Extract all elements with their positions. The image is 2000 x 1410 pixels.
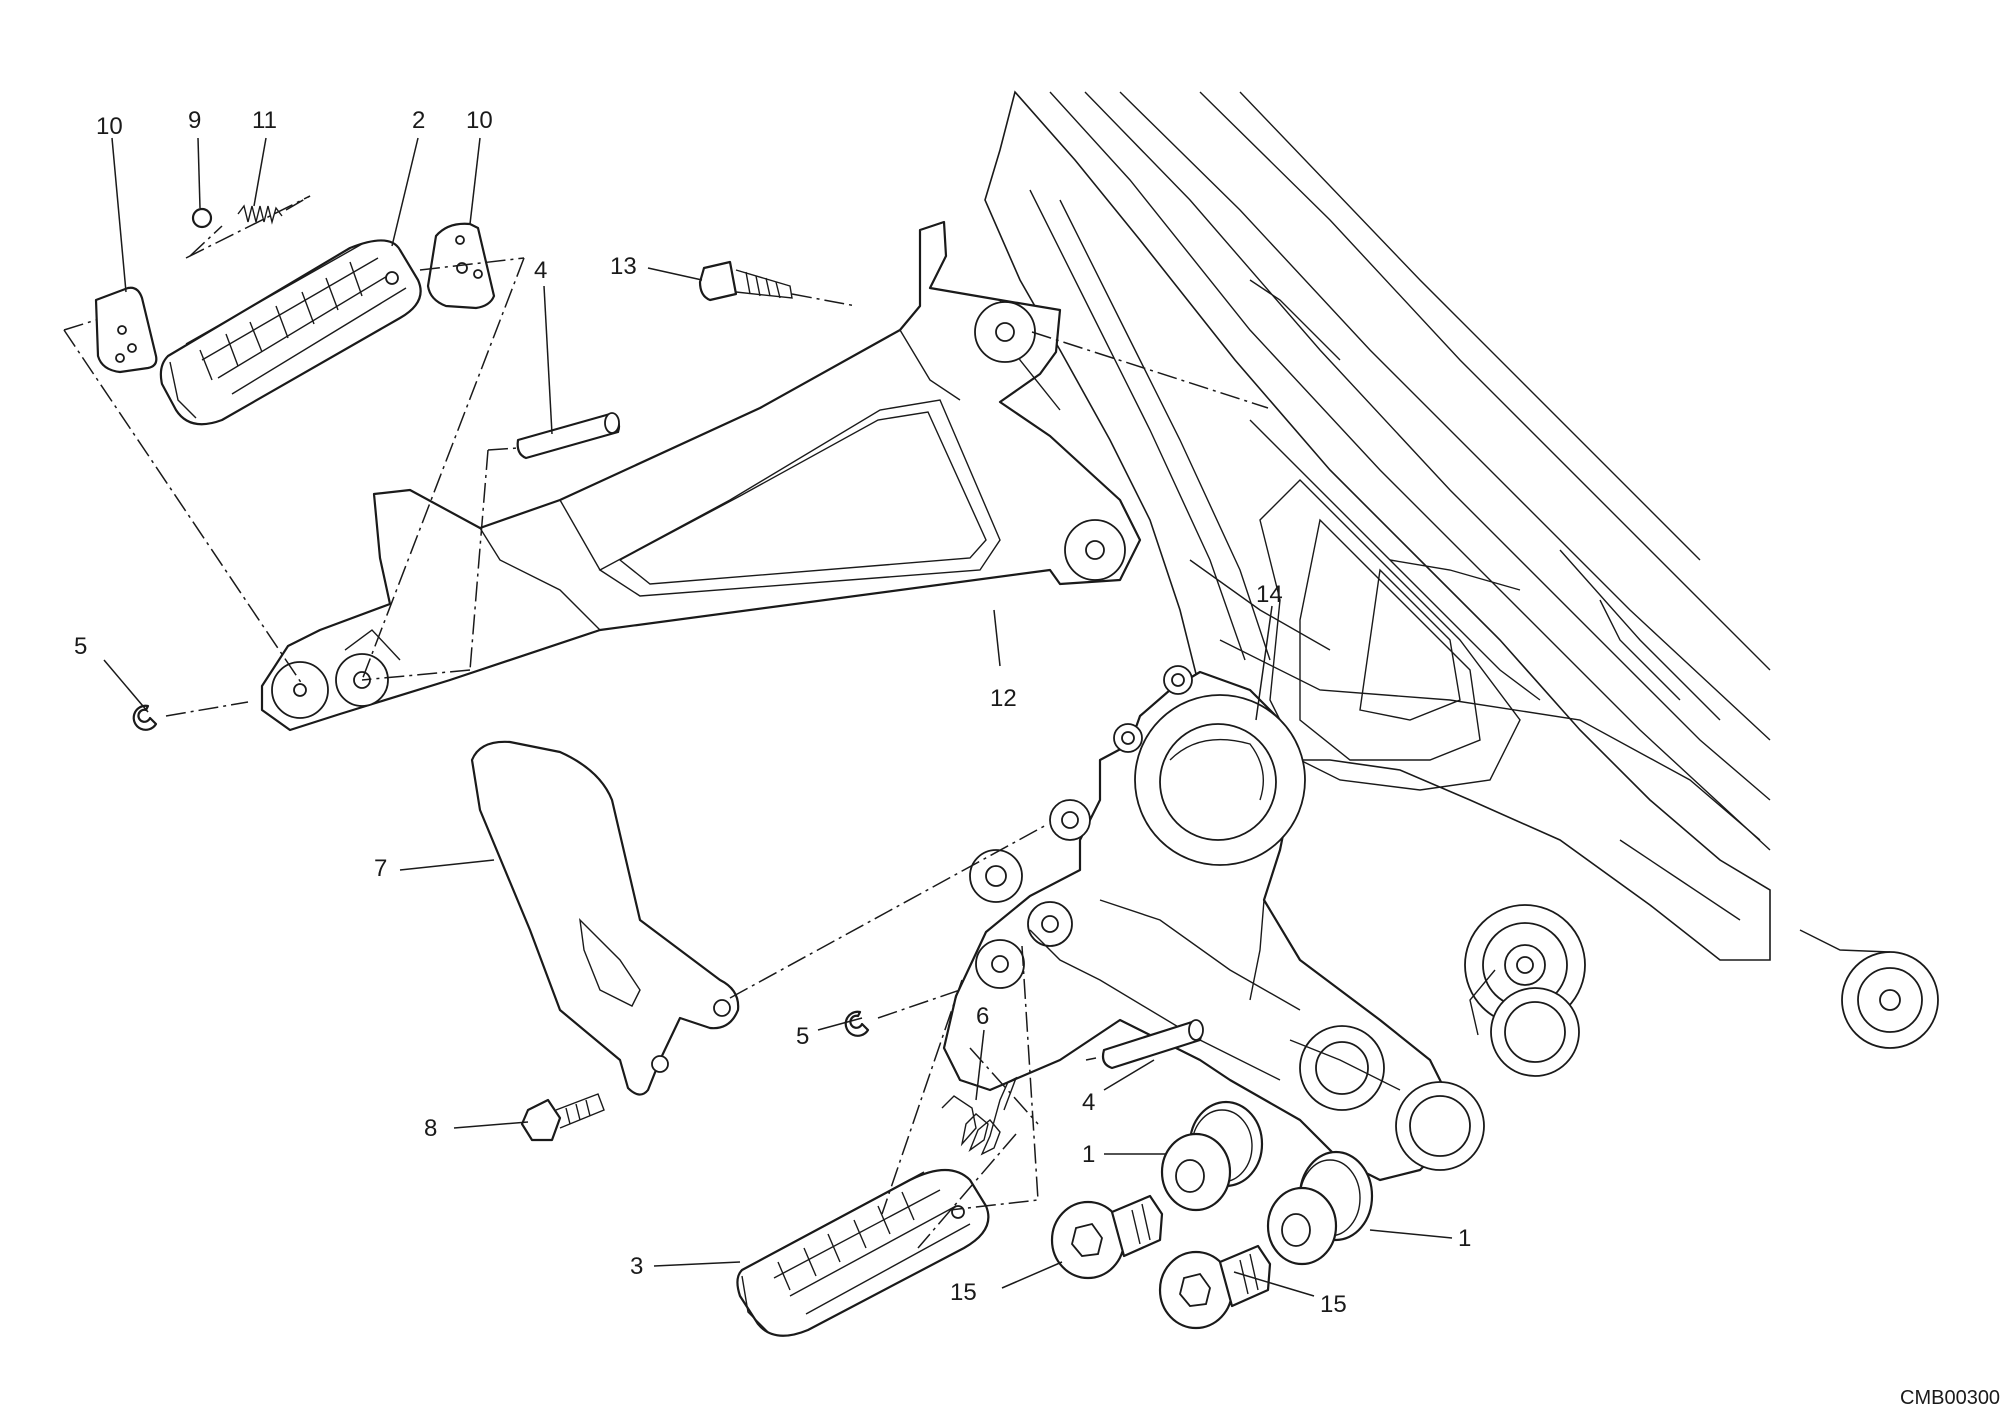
callout-5-upper: 5 xyxy=(74,633,87,660)
callout-leaders xyxy=(103,137,1453,1297)
callout-2: 2 xyxy=(412,107,425,134)
spacer-1-lower xyxy=(1266,1150,1374,1266)
callout-7: 7 xyxy=(374,855,387,882)
callout-14: 14 xyxy=(1256,581,1283,608)
drawing-code: CMB00300 xyxy=(1900,1387,2000,1409)
callout-11: 11 xyxy=(252,107,277,134)
callout-10-right: 10 xyxy=(466,107,493,134)
pin-4-upper xyxy=(516,412,621,460)
spring-11 xyxy=(237,204,283,225)
bolt-13 xyxy=(698,260,738,302)
heel-guard-7 xyxy=(470,740,740,1096)
callout-6: 6 xyxy=(976,1003,989,1030)
bolt-15-lower xyxy=(1158,1244,1272,1330)
callout-13: 13 xyxy=(610,253,637,280)
frame-section xyxy=(984,90,1939,1077)
eclip-5-upper xyxy=(132,704,158,731)
callout-4-upper: 4 xyxy=(534,257,547,284)
eclip-5-lower xyxy=(844,1010,870,1037)
spring-6 xyxy=(941,1076,1018,1156)
ball-9 xyxy=(191,207,213,229)
callout-5-lower: 5 xyxy=(796,1023,809,1050)
callout-8: 8 xyxy=(424,1115,437,1142)
callout-15-lower: 15 xyxy=(1320,1291,1347,1318)
footpeg-3 xyxy=(736,1169,990,1337)
callout-9: 9 xyxy=(188,107,201,134)
bolt-8 xyxy=(520,1098,562,1142)
callout-12: 12 xyxy=(990,685,1017,712)
callout-15-upper: 15 xyxy=(950,1279,977,1306)
callout-labels: 10 9 11 2 10 13 4 5 12 14 7 5 6 4 8 1 1 … xyxy=(74,107,1471,1318)
passenger-footpeg-assembly xyxy=(470,665,1485,1337)
callout-1-upper: 1 xyxy=(1082,1141,1095,1168)
callout-10-left: 10 xyxy=(96,113,123,140)
assembly-lines xyxy=(63,195,1269,1249)
rider-footpeg-assembly xyxy=(94,204,1142,732)
spacer-1-upper xyxy=(1160,1100,1264,1212)
callout-4-lower: 4 xyxy=(1082,1089,1095,1116)
bolt-15-upper xyxy=(1050,1194,1164,1280)
callout-3: 3 xyxy=(630,1253,643,1280)
callout-1-lower: 1 xyxy=(1458,1225,1471,1252)
footpeg-2 xyxy=(159,239,422,426)
